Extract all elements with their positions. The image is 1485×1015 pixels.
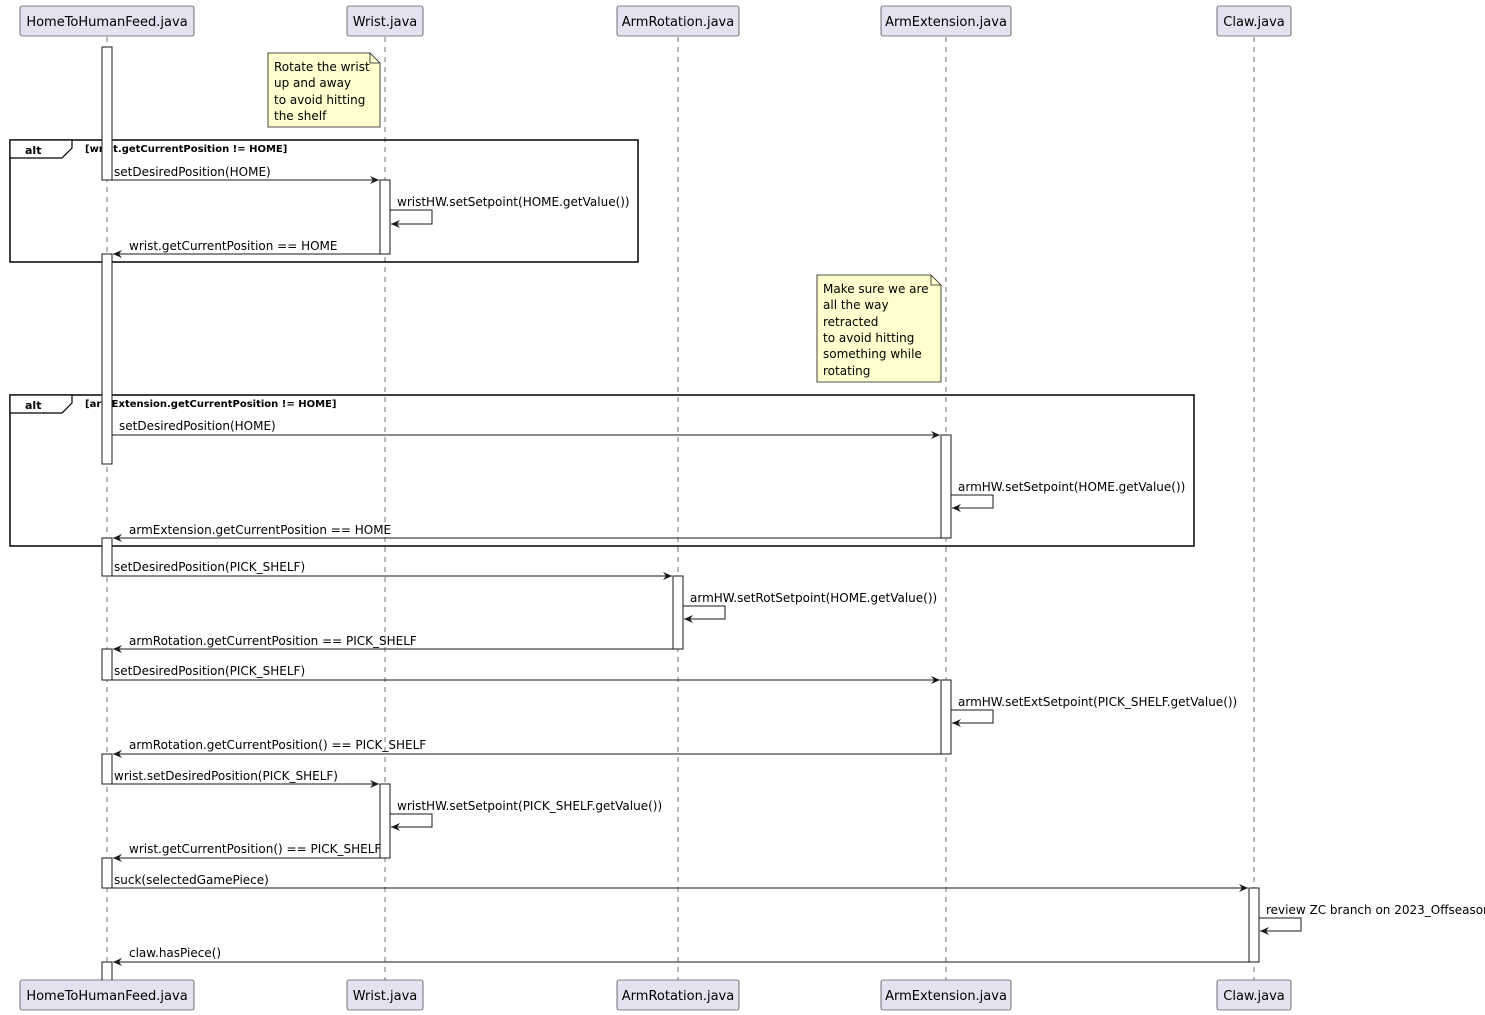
participant-armrotation: ArmRotation.java (616, 979, 740, 1011)
activation-home (101, 857, 113, 889)
participant-label: ArmRotation.java (622, 989, 734, 1004)
participant-label: ArmExtension.java (885, 989, 1007, 1004)
message-self-arrow (1259, 917, 1302, 935)
message-label: setDesiredPosition(HOME) (119, 419, 276, 433)
participant-label: ArmExtension.java (885, 15, 1007, 30)
message-label: armRotation.getCurrentPosition == PICK_S… (129, 634, 417, 648)
activation-home (101, 961, 113, 983)
participant-claw: Claw.java (1216, 5, 1292, 37)
note-line: up and away (274, 76, 351, 90)
alt-keyword: alt (25, 399, 41, 412)
message-label: armHW.setSetpoint(HOME.getValue()) (958, 480, 1185, 494)
message-label: armExtension.getCurrentPosition == HOME (129, 523, 391, 537)
participant-label: HomeToHumanFeed.java (26, 15, 187, 30)
alt-frame-armextension: alt [armExtension.getCurrentPosition != … (9, 394, 1195, 547)
message-label: wrist.setDesiredPosition(PICK_SHELF) (114, 769, 338, 783)
message-label: setDesiredPosition(PICK_SHELF) (114, 664, 305, 678)
participant-armextension: ArmExtension.java (880, 979, 1012, 1011)
message-label: wristHW.setSetpoint(PICK_SHELF.getValue(… (397, 799, 662, 813)
activation-home (101, 753, 113, 785)
message-label: setDesiredPosition(HOME) (114, 165, 271, 179)
participant-home: HomeToHumanFeed.java (19, 5, 195, 37)
message-label: setDesiredPosition(PICK_SHELF) (114, 560, 305, 574)
participant-claw: Claw.java (1216, 979, 1292, 1011)
note-line: retracted (823, 315, 878, 329)
message-label: claw.hasPiece() (129, 946, 221, 960)
participant-armextension: ArmExtension.java (880, 5, 1012, 37)
note-line: the shelf (274, 109, 327, 123)
activation-claw (1248, 887, 1260, 963)
alt-frame-wrist: alt [wrist.getCurrentPosition != HOME] (9, 139, 639, 263)
alt-keyword: alt (25, 144, 41, 157)
participant-label: Claw.java (1223, 989, 1284, 1004)
message-label: wristHW.setSetpoint(HOME.getValue()) (397, 195, 630, 209)
note-armextension: Make sure we are all the way retracted t… (816, 274, 942, 383)
activation-wrist (379, 783, 391, 859)
activation-home (101, 537, 113, 577)
activation-wrist (379, 179, 391, 255)
message-self-arrow (390, 813, 433, 831)
activation-home (101, 46, 113, 181)
note-line: something while (823, 347, 922, 361)
message-self-arrow (951, 494, 994, 512)
note-line: Make sure we are (823, 282, 929, 296)
participant-label: HomeToHumanFeed.java (26, 989, 187, 1004)
participant-label: Wrist.java (353, 989, 417, 1004)
activation-armrotation (672, 575, 684, 650)
message-self-arrow (683, 605, 726, 623)
message-self-arrow (951, 709, 994, 727)
participant-label: Claw.java (1223, 15, 1284, 30)
lifelines (106, 37, 1255, 982)
participant-heads-top: HomeToHumanFeed.java Wrist.java ArmRotat… (19, 5, 1292, 37)
participant-armrotation: ArmRotation.java (616, 5, 740, 37)
note-line: to avoid hitting (274, 93, 365, 107)
alt-condition: [wrist.getCurrentPosition != HOME] (85, 144, 287, 155)
note-line: to avoid hitting (823, 331, 914, 345)
participant-wrist: Wrist.java (346, 5, 424, 37)
message-label: armHW.setExtSetpoint(PICK_SHELF.getValue… (958, 695, 1237, 709)
alt-condition: [armExtension.getCurrentPosition != HOME… (85, 399, 336, 410)
message-self-arrow (390, 209, 433, 228)
participant-home: HomeToHumanFeed.java (19, 979, 195, 1011)
participant-wrist: Wrist.java (346, 979, 424, 1011)
message-label: wrist.getCurrentPosition() == PICK_SHELF (129, 842, 381, 856)
activations (101, 46, 1260, 983)
note-line: Rotate the wrist (274, 60, 370, 74)
activation-armextension (940, 679, 952, 755)
participant-heads-bottom: HomeToHumanFeed.java Wrist.java ArmRotat… (19, 979, 1292, 1011)
note-line: rotating (823, 364, 870, 378)
note-wrist: Rotate the wrist up and away to avoid hi… (267, 52, 381, 128)
participant-label: ArmRotation.java (622, 15, 734, 30)
message-label: wrist.getCurrentPosition == HOME (129, 239, 338, 253)
messages: setDesiredPosition(HOME) wristHW.setSetp… (112, 165, 1485, 966)
message-label: armRotation.getCurrentPosition() == PICK… (129, 738, 426, 752)
message-label: armHW.setRotSetpoint(HOME.getValue()) (690, 591, 937, 605)
message-label: suck(selectedGamePiece) (114, 873, 269, 887)
message-label: review ZC branch on 2023_Offseason (1266, 903, 1485, 917)
activation-home (101, 253, 113, 465)
activation-home (101, 648, 113, 681)
activation-armextension (940, 434, 952, 539)
note-line: all the way (823, 298, 889, 312)
participant-label: Wrist.java (353, 15, 417, 30)
